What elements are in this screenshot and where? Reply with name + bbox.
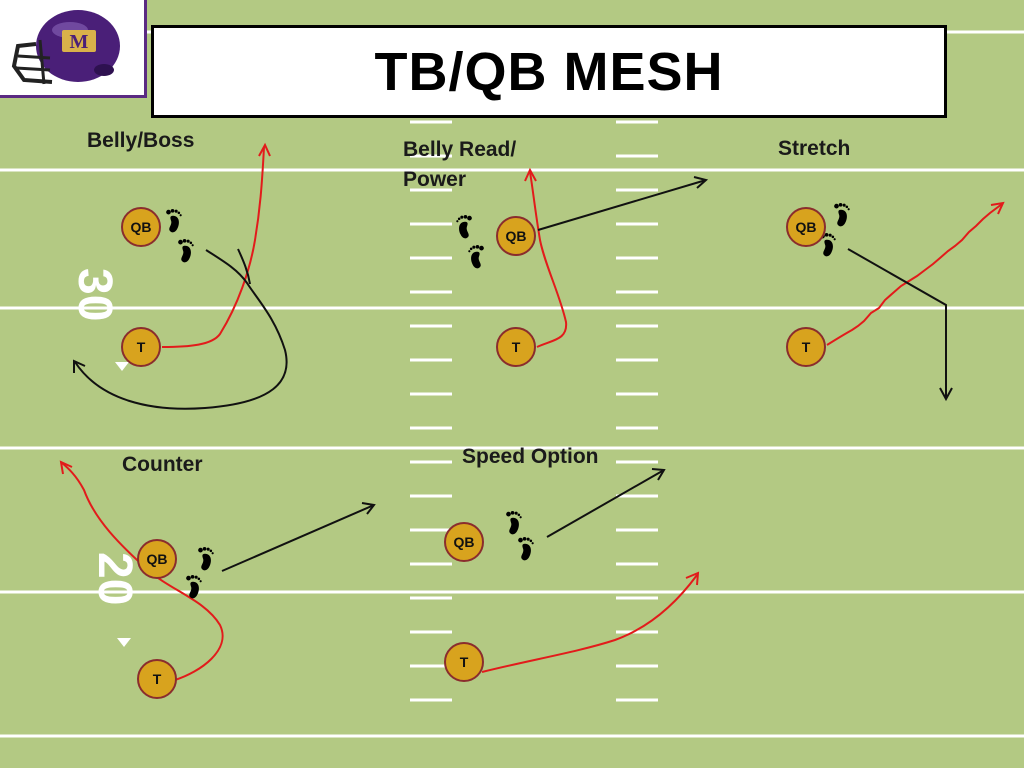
hash-mark xyxy=(616,528,658,532)
tb-player-belly-boss: T xyxy=(121,327,161,367)
hash-mark xyxy=(410,256,452,260)
arrowhead-belly-boss-qb xyxy=(73,359,86,373)
hash-mark xyxy=(616,222,658,226)
tb-player-belly-read: T xyxy=(496,327,536,367)
arrowhead-belly-read-qb xyxy=(693,176,709,189)
play-label-counter: Counter xyxy=(122,453,203,476)
hash-mark xyxy=(410,664,452,668)
tb-route-belly-boss xyxy=(161,146,265,348)
hash-mark xyxy=(410,392,452,396)
slide-title: TB/QB MESH xyxy=(374,41,724,102)
hash-marks xyxy=(410,120,658,702)
play-label-belly-read-power: Belly Read/ Power xyxy=(403,135,516,195)
ball-path-belly-boss xyxy=(237,248,251,285)
qb-player-belly-read: QB xyxy=(496,216,536,256)
tb-route-stretch xyxy=(826,203,1003,346)
play-belly-read-power xyxy=(456,167,709,348)
play-stretch xyxy=(820,201,1005,402)
hash-mark xyxy=(410,528,452,532)
hash-mark xyxy=(410,426,452,430)
qb-route-speed-option xyxy=(546,469,665,538)
team-logo: M xyxy=(0,0,147,98)
arrowhead-speed-option-qb xyxy=(651,468,666,481)
qb-route-counter xyxy=(221,504,375,572)
yard-line xyxy=(0,734,1024,738)
hash-mark xyxy=(616,460,658,464)
play-label-belly-boss: Belly/Boss xyxy=(87,129,195,152)
qb-footprints-icon xyxy=(506,511,534,561)
hash-mark xyxy=(410,358,452,362)
yard-line xyxy=(0,590,1024,594)
tb-player-counter: T xyxy=(137,659,177,699)
hash-mark xyxy=(410,562,452,566)
hash-mark xyxy=(410,630,452,634)
play-label-line: Power xyxy=(403,168,467,191)
hash-mark xyxy=(410,324,452,328)
play-label-speed-option: Speed Option xyxy=(462,445,599,468)
hash-mark xyxy=(616,358,658,362)
tb-route-belly-read xyxy=(529,171,568,348)
title-banner: TB/QB MESH xyxy=(151,25,947,118)
qb-player-stretch: QB xyxy=(786,207,826,247)
qb-player-counter: QB xyxy=(137,539,177,579)
hash-mark xyxy=(616,426,658,430)
hash-mark xyxy=(616,664,658,668)
hash-mark xyxy=(410,188,452,192)
hash-mark xyxy=(616,324,658,328)
hash-mark xyxy=(616,596,658,600)
hash-mark xyxy=(616,630,658,634)
arrowhead-stretch-tb xyxy=(990,201,1005,215)
qb-footprints-icon xyxy=(166,209,194,263)
hash-mark xyxy=(616,256,658,260)
yard-line xyxy=(0,306,1024,310)
hash-mark xyxy=(616,188,658,192)
yard-line xyxy=(0,168,1024,172)
qb-footprints-icon xyxy=(186,547,214,599)
qb-route-stretch xyxy=(847,248,947,398)
tb-route-speed-option xyxy=(481,574,698,673)
hash-mark xyxy=(616,290,658,294)
arrowhead-belly-boss-tb xyxy=(258,142,271,157)
play-label-stretch: Stretch xyxy=(778,137,851,160)
arrowhead-counter-tb xyxy=(59,460,73,475)
tb-player-stretch: T xyxy=(786,327,826,367)
arrowhead-belly-read-tb xyxy=(524,167,537,182)
qb-route-belly-boss xyxy=(74,249,288,410)
qb-route-belly-read xyxy=(537,179,707,231)
play-belly-boss xyxy=(73,142,288,410)
hash-mark xyxy=(410,494,452,498)
hash-mark xyxy=(616,562,658,566)
hash-mark xyxy=(616,120,658,124)
yard-line xyxy=(0,446,1024,450)
football-helmet-icon: M xyxy=(11,10,120,85)
hash-mark xyxy=(410,460,452,464)
qb-player-belly-boss: QB xyxy=(121,207,161,247)
qb-player-speed-option: QB xyxy=(444,522,484,562)
hash-mark xyxy=(410,222,452,226)
hash-mark xyxy=(410,698,452,702)
yard-direction-arrow xyxy=(115,362,129,371)
qb-footprints-icon xyxy=(456,215,484,269)
hash-mark xyxy=(616,154,658,158)
logo-monogram: M xyxy=(70,31,89,53)
arrowhead-speed-option-tb xyxy=(685,571,700,586)
tb-player-speed-option: T xyxy=(444,642,484,682)
yard-direction-arrow xyxy=(117,638,131,647)
hash-mark xyxy=(616,392,658,396)
play-speed-option xyxy=(481,468,700,673)
hash-mark xyxy=(616,494,658,498)
play-counter xyxy=(59,460,376,681)
hash-mark xyxy=(410,154,452,158)
hash-mark xyxy=(410,120,452,124)
arrowhead-stretch-qb xyxy=(939,387,953,402)
hash-mark xyxy=(410,596,452,600)
hash-mark xyxy=(410,290,452,294)
play-label-line: Belly Read/ xyxy=(403,138,517,161)
arrowhead-counter-qb xyxy=(361,502,376,515)
hash-mark xyxy=(616,698,658,702)
